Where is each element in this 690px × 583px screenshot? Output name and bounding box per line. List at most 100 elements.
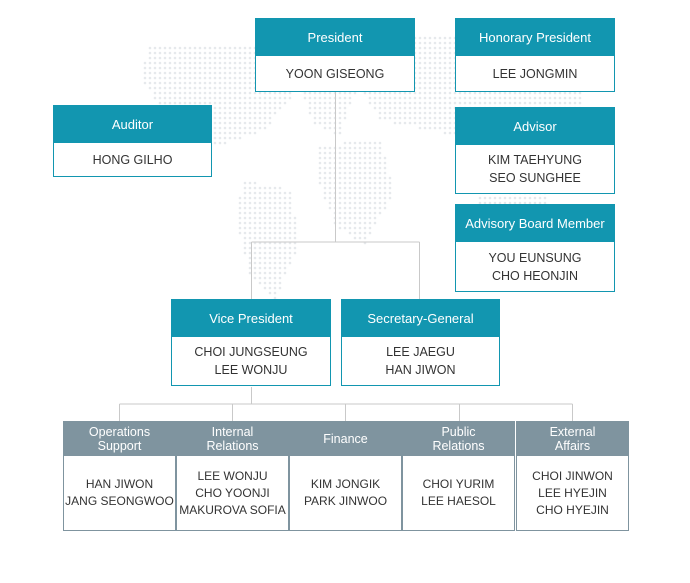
map-dot	[433, 41, 437, 45]
map-dot	[463, 91, 467, 95]
map-dot	[378, 111, 382, 115]
map-dot	[428, 96, 432, 100]
map-dot	[503, 91, 507, 95]
map-dot	[163, 66, 167, 70]
map-dot	[328, 96, 332, 100]
map-dot	[443, 56, 447, 60]
map-dot	[248, 186, 252, 190]
map-dot	[308, 101, 312, 105]
map-dot	[158, 46, 162, 50]
map-dot	[253, 96, 257, 100]
map-dot	[573, 96, 577, 100]
map-dot	[443, 116, 447, 120]
map-dot	[248, 191, 252, 195]
map-dot	[248, 231, 252, 235]
map-dot	[293, 216, 297, 220]
map-dot	[383, 91, 387, 95]
map-dot	[203, 66, 207, 70]
map-dot	[438, 56, 442, 60]
map-dot	[218, 86, 222, 90]
map-dot	[308, 96, 312, 100]
map-dot	[148, 56, 152, 60]
map-dot	[173, 86, 177, 90]
map-dot	[233, 131, 237, 135]
map-dot	[258, 271, 262, 275]
map-dot	[373, 176, 377, 180]
map-dot	[173, 61, 177, 65]
map-dot	[543, 91, 547, 95]
map-dot	[203, 81, 207, 85]
map-dot	[163, 86, 167, 90]
map-dot	[288, 216, 292, 220]
map-dot	[243, 211, 247, 215]
map-dot	[188, 86, 192, 90]
map-dot	[193, 66, 197, 70]
map-dot	[278, 101, 282, 105]
map-dot	[253, 236, 257, 240]
president-name: YOON GISEONG	[285, 66, 385, 81]
map-dot	[533, 196, 537, 200]
map-dot	[433, 101, 437, 105]
map-dot	[318, 91, 322, 95]
map-dot	[373, 101, 377, 105]
map-dot	[248, 51, 252, 55]
map-dot	[448, 101, 452, 105]
map-dot	[493, 91, 497, 95]
map-dot	[428, 76, 432, 80]
map-dot	[328, 116, 332, 120]
map-dot	[373, 106, 377, 110]
department-member: KIM JONGIK	[310, 477, 381, 491]
secretary-general-name: LEE JAEGU	[386, 345, 455, 359]
map-dot	[278, 251, 282, 255]
map-dot	[323, 176, 327, 180]
map-dot	[363, 91, 367, 95]
map-dot	[423, 126, 427, 130]
map-dot	[453, 101, 457, 105]
map-dot	[478, 196, 482, 200]
map-dot	[463, 96, 467, 100]
map-dot	[423, 81, 427, 85]
map-dot	[248, 76, 252, 80]
advisor-title: Advisor	[455, 107, 615, 145]
department-title-line: Public	[441, 424, 476, 439]
map-dot	[398, 96, 402, 100]
map-dot	[418, 106, 422, 110]
map-dot	[348, 196, 352, 200]
map-dot	[518, 101, 522, 105]
map-dot	[248, 241, 252, 245]
map-dot	[258, 186, 262, 190]
map-dot	[208, 81, 212, 85]
map-dot	[438, 41, 442, 45]
map-dot	[323, 126, 327, 130]
map-dot	[388, 101, 392, 105]
map-dot	[433, 36, 437, 40]
map-dot	[208, 61, 212, 65]
map-dot	[143, 81, 147, 85]
map-dot	[258, 221, 262, 225]
map-dot	[493, 101, 497, 105]
map-dot	[228, 86, 232, 90]
map-dot	[278, 106, 282, 110]
map-dot	[378, 156, 382, 160]
map-dot	[323, 161, 327, 165]
map-dot	[308, 106, 312, 110]
map-dot	[523, 91, 527, 95]
map-dot	[423, 76, 427, 80]
map-dot	[158, 96, 162, 100]
map-dot	[168, 96, 172, 100]
map-dot	[248, 91, 252, 95]
map-dot	[273, 261, 277, 265]
map-dot	[183, 86, 187, 90]
map-dot	[228, 76, 232, 80]
map-dot	[538, 91, 542, 95]
map-dot	[428, 81, 432, 85]
map-dot	[253, 126, 257, 130]
map-dot	[323, 121, 327, 125]
map-dot	[288, 256, 292, 260]
map-dot	[163, 101, 167, 105]
map-dot	[248, 206, 252, 210]
map-dot	[258, 256, 262, 260]
map-dot	[528, 201, 532, 205]
map-dot	[568, 96, 572, 100]
map-dot	[223, 51, 227, 55]
